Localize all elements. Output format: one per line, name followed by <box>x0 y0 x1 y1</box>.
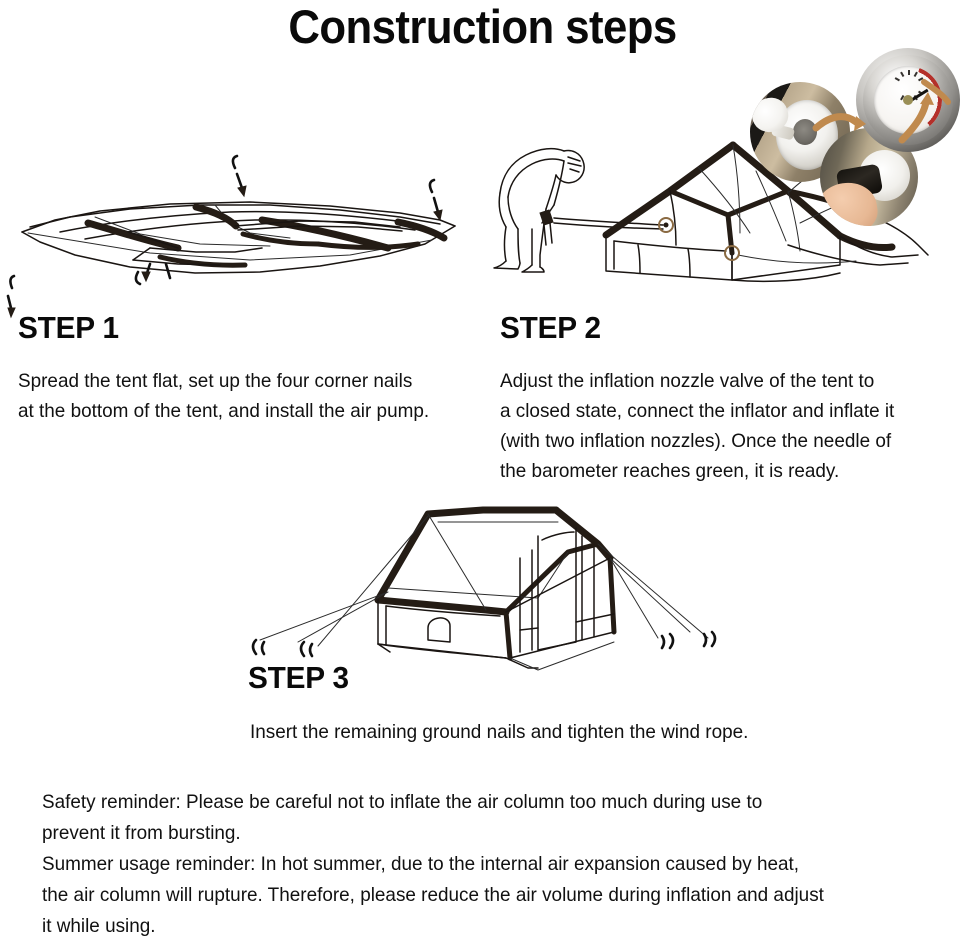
step-3-heading: STEP 3 <box>248 660 349 695</box>
ground-nail-marker <box>6 274 16 319</box>
step-2-heading: STEP 2 <box>500 310 601 345</box>
ground-nail-marker <box>702 630 717 648</box>
step-1-illustration <box>0 154 470 319</box>
person-figure <box>493 147 585 273</box>
valve-hole <box>793 119 817 145</box>
valve-port-lower <box>724 245 740 261</box>
step-2-line: Adjust the inflation nozzle valve of the… <box>500 370 875 392</box>
inset-flow-arrows <box>790 79 965 200</box>
summer-line: it while using. <box>42 915 156 937</box>
step-3-line: Insert the remaining ground nails and ti… <box>250 721 749 743</box>
step-2-line: the barometer reaches green, it is ready… <box>500 460 840 482</box>
ground-nail-marker <box>299 640 314 658</box>
step-1-line: Spread the tent flat, set up the four co… <box>18 370 413 392</box>
gauge-hub <box>902 94 914 106</box>
summer-line: Summer usage reminder: In hot summer, du… <box>42 853 800 875</box>
step-2-line: a closed state, connect the inflator and… <box>500 400 895 422</box>
step-2-line: (with two inflation nozzles). Once the n… <box>500 430 892 452</box>
step-1-line: at the bottom of the tent, and install t… <box>18 400 430 422</box>
gauge-tick <box>908 69 910 75</box>
step-2-body: Adjust the inflation nozzle valve of the… <box>500 366 894 486</box>
step-1-body: Spread the tent flat, set up the four co… <box>18 366 429 426</box>
safety-line: Safety reminder: Please be careful not t… <box>42 791 763 813</box>
safety-line: prevent it from bursting. <box>42 822 241 844</box>
step-3-body: Insert the remaining ground nails and ti… <box>250 717 748 747</box>
safety-reminder: Safety reminder: Please be careful not t… <box>42 787 762 849</box>
hand-connecting-nozzle-photo <box>820 128 918 226</box>
summer-usage-reminder: Summer usage reminder: In hot summer, du… <box>42 849 824 942</box>
page-title: Construction steps <box>288 0 677 53</box>
summer-line: the air column will rupture. Therefore, … <box>42 884 824 906</box>
step-3-illustration <box>238 492 738 677</box>
ground-nail-marker <box>251 638 266 656</box>
valve-port-upper <box>658 217 674 233</box>
ground-nail-marker <box>660 632 675 650</box>
step-1-heading: STEP 1 <box>18 310 119 345</box>
